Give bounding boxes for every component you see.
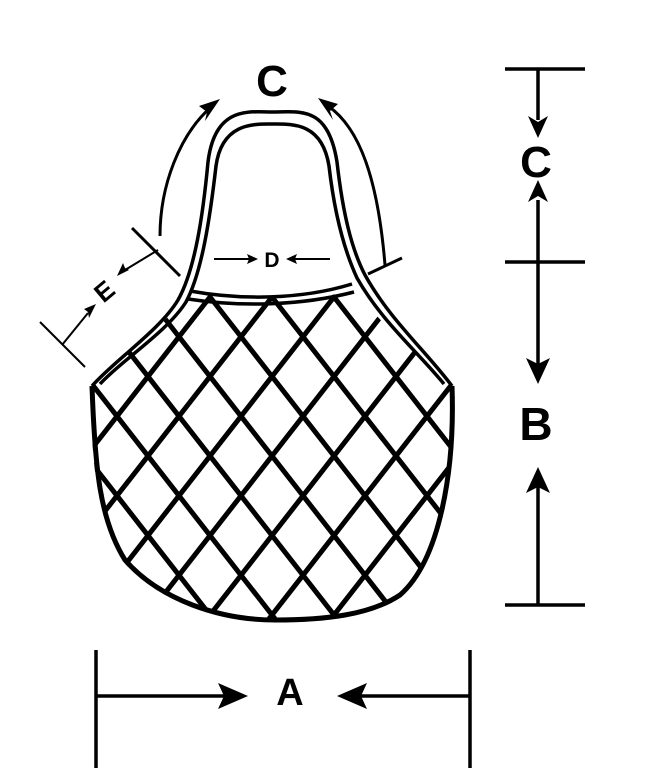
mesh-strand — [331, 294, 453, 620]
dimension-c-right-up-arrow — [528, 180, 548, 202]
dimension-e-upper-arrow — [117, 263, 129, 276]
mesh-strand — [644, 297, 649, 717]
dimension-e-lower-line — [61, 312, 89, 346]
dimension-b: B — [505, 260, 585, 607]
dimension-b-up-arrow — [526, 467, 550, 493]
mesh-strand — [458, 297, 649, 717]
dimension-c-top-right-arrow — [318, 98, 338, 120]
mesh-strand — [91, 294, 213, 620]
dimension-c-right-down-arrow — [528, 116, 548, 138]
handle-outer — [90, 109, 454, 388]
mesh-strand — [91, 294, 399, 620]
mesh-strand — [207, 294, 453, 620]
mesh-strand — [145, 294, 453, 620]
dimension-d-left-arrow — [286, 254, 297, 264]
mesh-strand — [189, 294, 453, 620]
mesh-strand — [0, 297, 86, 717]
dimension-c-right: C — [505, 67, 585, 262]
dimension-e-lower-arrow — [84, 304, 96, 318]
dimension-b-label: B — [519, 398, 552, 450]
dimension-c-top-left-arc — [158, 106, 212, 237]
dimension-c-right-label: C — [520, 138, 552, 187]
handle-inner — [98, 122, 446, 386]
mesh-strand — [251, 294, 453, 620]
dimension-a-left-arrow — [218, 683, 248, 709]
mesh-strand — [91, 294, 355, 620]
mesh-strand — [91, 294, 337, 620]
bag-handle — [90, 109, 454, 388]
dimension-e-label: E — [88, 274, 121, 308]
bag-outline — [89, 385, 455, 623]
dimension-b-down-arrow — [526, 358, 550, 384]
dimension-c-top-label: C — [256, 57, 288, 106]
mesh-strand — [0, 297, 24, 717]
dimension-a-label: A — [276, 672, 303, 714]
bag-rim — [187, 282, 355, 306]
dimension-d-label: D — [264, 249, 279, 272]
mesh-strand — [313, 294, 453, 620]
dimension-d: D — [214, 249, 330, 272]
mesh-strand — [269, 294, 453, 620]
dimension-c-top-left-arrow — [199, 99, 220, 121]
dimension-a-right-arrow — [337, 683, 367, 709]
dimension-c-top: C — [130, 57, 403, 278]
dimension-a: A — [94, 650, 472, 768]
mesh-strand — [127, 294, 453, 620]
mesh-strand — [582, 297, 649, 717]
mesh-strand — [91, 294, 231, 620]
dimension-e-upper-line — [124, 249, 159, 271]
mesh-strand — [91, 294, 293, 620]
dimension-d-right-arrow — [247, 254, 258, 264]
mesh-strand — [91, 294, 417, 620]
dimension-c-top-right-tick — [367, 256, 403, 276]
dimension-c-top-right-arc — [327, 104, 387, 266]
mesh-strand — [91, 294, 275, 620]
